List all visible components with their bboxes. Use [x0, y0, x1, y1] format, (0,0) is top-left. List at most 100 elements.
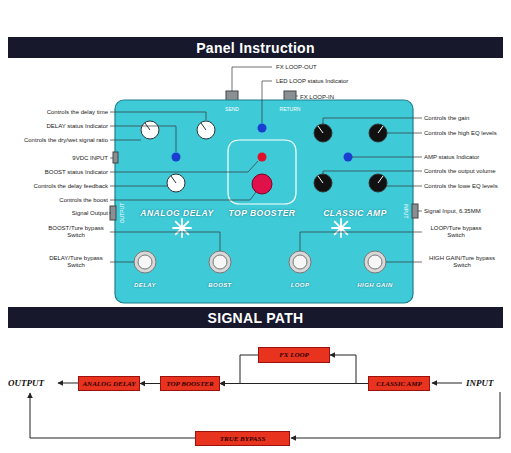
- signal-wire: [30, 393, 195, 438]
- pedal-body: [113, 152, 118, 163]
- knob: [141, 121, 159, 139]
- knob: [252, 174, 272, 194]
- knob: [369, 124, 387, 142]
- callout-label: Signal Input, 6.35MM: [424, 208, 508, 215]
- leader-line: [323, 171, 422, 174]
- callout-label: BOOST status Indicator: [4, 169, 108, 176]
- signal-name: OUTPUT: [8, 378, 44, 388]
- header-band: SIGNAL PATH: [8, 307, 503, 328]
- status-led: [172, 153, 181, 162]
- footswitch: [289, 251, 311, 273]
- leader-line: [110, 161, 258, 172]
- section-name: ANALOG DELAY: [140, 208, 213, 218]
- signal-arrow: [220, 383, 368, 384]
- knob: [171, 176, 176, 183]
- process-box: TRUE BYPASS: [195, 431, 290, 446]
- leader-line: [109, 67, 422, 262]
- leader-line: [418, 211, 422, 212]
- pedal-panel: ANALOG DELAYTOP BOOSTERCLASSIC AMPDELAYB…: [115, 100, 413, 303]
- callout-label: Controls the gain: [424, 115, 508, 122]
- box-label: TRUE BYPASS: [220, 435, 266, 443]
- leader-line: [110, 126, 176, 152]
- leader-line: [110, 112, 206, 120]
- callout-label: AMP status Indicator: [424, 154, 508, 161]
- callout-label: Controls the high EQ levels: [424, 130, 508, 137]
- footswitch: [134, 251, 156, 273]
- knob: [314, 124, 332, 142]
- leader-line: [387, 133, 422, 134]
- leader-line: [323, 118, 422, 124]
- footswitch: [293, 255, 307, 269]
- leader-line: [110, 262, 134, 263]
- knob: [369, 174, 387, 192]
- knob: [141, 121, 387, 194]
- section-name: CLASSIC AMP: [323, 208, 387, 218]
- leader-line: [110, 232, 220, 251]
- jack-label: SEND: [225, 107, 239, 113]
- leader-line: [110, 140, 141, 141]
- footswitch: [368, 255, 382, 269]
- process-box: TOP BOOSTER: [160, 376, 220, 391]
- pedal-body: [110, 91, 418, 303]
- snowflake-logo: [335, 222, 348, 235]
- callout-label: HIGH GAIN/Ture bypass Switch: [424, 255, 500, 269]
- status-led: [344, 153, 353, 162]
- status-led: [258, 124, 267, 133]
- footswitch: [213, 255, 227, 269]
- knob: [201, 123, 206, 130]
- signal-wire: [291, 392, 500, 438]
- callout-label: FX LOOP-IN: [300, 94, 370, 101]
- leader-line: [300, 232, 422, 251]
- callout-label: BOOST/Ture bypass Switch: [44, 225, 108, 239]
- callout-label: DELAY/Ture bypass Switch: [44, 255, 108, 269]
- leader-line: [110, 158, 113, 159]
- switch-label: LOOP: [291, 282, 310, 288]
- callout-label: LOOP/Ture bypass Switch: [424, 225, 488, 239]
- switch-label: DELAY: [134, 282, 156, 288]
- signal-arrow: [220, 355, 258, 384]
- process-box: CLASSIC AMP: [368, 376, 430, 391]
- knob: [318, 176, 323, 183]
- pedal-body: [110, 206, 116, 220]
- jack-label: INPUT: [402, 204, 408, 219]
- status-led: [258, 153, 267, 162]
- leader-line: [232, 67, 272, 91]
- knob: [314, 174, 332, 192]
- leader-line: [387, 186, 422, 187]
- signal-name: INPUT: [466, 378, 494, 388]
- callout-label: Controls the delay feedback: [4, 183, 108, 190]
- leader-line: [110, 192, 256, 200]
- signal-arrow: [140, 383, 160, 384]
- callout-label: Controls the boost: [4, 197, 108, 204]
- signal-wire: [58, 383, 80, 384]
- callout-label: DELAY status Indicator: [4, 123, 108, 130]
- signal-arrow: [330, 355, 368, 384]
- callout-label: Controls the lowe EQ levels: [424, 183, 508, 190]
- section-name: TOP BOOSTER: [229, 208, 296, 218]
- knob: [145, 123, 150, 130]
- jack-label: RETURN: [280, 107, 301, 113]
- callout-label: Controls the output volume: [424, 168, 508, 175]
- process-box: ANALOG DELAY: [78, 376, 140, 391]
- box-label: TOP BOOSTER: [166, 380, 213, 388]
- callout-label: LED LOOP status Indicator: [276, 78, 376, 85]
- header-band: Panel Instruction: [8, 37, 503, 58]
- knob: [378, 176, 383, 183]
- box-label: CLASSIC AMP: [376, 380, 421, 388]
- jack-label: OUTPUT: [120, 203, 126, 224]
- knob: [318, 126, 323, 133]
- knob: [167, 174, 185, 192]
- pedal-body: [412, 204, 418, 218]
- snowflake-logo: [173, 219, 350, 237]
- heading-text: SIGNAL PATH: [208, 310, 304, 326]
- box-label: FX LOOP: [279, 351, 309, 359]
- pedal-body: [115, 100, 413, 303]
- process-box: FX LOOP: [258, 347, 330, 363]
- leader-line: [110, 186, 167, 187]
- status-led: [172, 124, 353, 162]
- heading-text: Panel Instruction: [196, 40, 315, 56]
- callout-label: FX LOOP-OUT: [276, 64, 346, 71]
- callout-label: 9VDC INPUT: [4, 155, 108, 162]
- knob: [378, 126, 383, 133]
